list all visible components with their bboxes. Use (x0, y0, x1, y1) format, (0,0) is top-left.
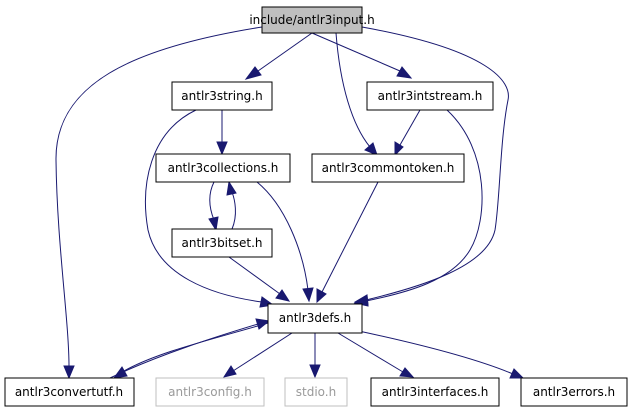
node-errors[interactable]: antlr3errors.h (520, 377, 628, 407)
edge-input-to-string (257, 32, 313, 72)
node-bitset-label: antlr3bitset.h (182, 236, 263, 250)
node-string-label: antlr3string.h (181, 89, 262, 103)
node-input[interactable]: include/antlr3input.h (249, 6, 375, 34)
edge-bitset-to-defs-arrowhead (275, 289, 291, 302)
edge-bitset-to-collections-arrowhead (226, 180, 237, 196)
node-defs[interactable]: antlr3defs.h (267, 303, 363, 334)
header-nodes: include/antlr3input.h antlr3string.h ant… (4, 6, 628, 407)
edge-intstream-to-defs (365, 109, 483, 302)
node-interfaces-box (370, 377, 500, 407)
node-input-box (261, 6, 363, 34)
edge-defs-to-convertutf (123, 322, 269, 372)
node-collections-box (155, 153, 291, 183)
edge-commontoken-to-defs-arrowhead (316, 288, 327, 304)
edge-intstream-to-commontoken (399, 109, 421, 146)
node-string-box (171, 81, 273, 111)
node-string[interactable]: antlr3string.h (171, 81, 273, 111)
edge-input-to-defs (361, 26, 509, 301)
node-collections-label: antlr3collections.h (168, 161, 279, 175)
edge-collections-to-bitset (209, 181, 215, 221)
edge-input-to-intstream (311, 32, 401, 72)
node-stdio[interactable]: stdio.h (284, 377, 348, 407)
edge-defs-to-stdio-arrowhead (309, 364, 321, 379)
edge-defs-to-config-arrowhead (222, 365, 237, 378)
node-convertutf[interactable]: antlr3convertutf.h (4, 377, 135, 407)
node-bitset-box (171, 228, 273, 258)
edge-bitset-to-collections (231, 191, 236, 230)
node-defs-box (267, 303, 363, 334)
node-errors-box (520, 377, 628, 407)
edge-defs-to-interfaces-arrowhead (399, 367, 415, 378)
edge-collections-to-defs (256, 181, 309, 291)
edge-defs-to-errors-arrowhead (509, 368, 525, 379)
node-commontoken-box (311, 153, 465, 183)
node-config-box (155, 377, 265, 407)
edge-defs-to-config (232, 332, 293, 372)
node-intstream-box (366, 81, 494, 111)
node-commontoken-label: antlr3commontoken.h (322, 161, 455, 175)
node-bitset[interactable]: antlr3bitset.h (171, 228, 273, 258)
edge-defs-to-interfaces (337, 332, 404, 373)
edge-intstream-to-commontoken-arrowhead (394, 141, 404, 157)
node-interfaces[interactable]: antlr3interfaces.h (370, 377, 500, 407)
edge-string-to-collections-arrowhead (216, 141, 228, 156)
edge-string-to-defs (145, 109, 263, 303)
node-commontoken[interactable]: antlr3commontoken.h (311, 153, 465, 183)
edge-defs-to-convertutf-arrowhead (112, 366, 128, 379)
node-convertutf-label: antlr3convertutf.h (15, 385, 123, 399)
edge-input-to-intstream-arrowhead (396, 66, 413, 79)
node-stdio-label: stdio.h (296, 385, 336, 399)
edge-bitset-to-defs (228, 256, 281, 295)
node-stdio-box (284, 377, 348, 407)
node-config-label: antlr3config.h (168, 385, 252, 399)
node-input-label: include/antlr3input.h (249, 13, 374, 27)
edge-input-to-convertutf (55, 26, 263, 368)
node-defs-label: antlr3defs.h (279, 311, 351, 325)
dependency-edges (55, 26, 525, 380)
edge-collections-to-defs-arrowhead (302, 287, 314, 303)
node-errors-label: antlr3errors.h (533, 385, 615, 399)
edge-convertutf-to-defs-arrowhead (255, 318, 271, 330)
edge-defs-to-errors (353, 329, 514, 375)
edge-input-to-string-arrowhead (244, 66, 262, 80)
node-collections[interactable]: antlr3collections.h (155, 153, 291, 183)
node-intstream-label: antlr3intstream.h (378, 89, 483, 103)
edge-input-to-convertutf-arrowhead (63, 365, 75, 380)
edge-convertutf-to-defs (109, 323, 259, 379)
edge-input-to-commontoken-arrowhead (364, 142, 378, 156)
node-interfaces-label: antlr3interfaces.h (382, 385, 489, 399)
node-convertutf-box (4, 377, 135, 407)
node-intstream[interactable]: antlr3intstream.h (366, 81, 494, 111)
edge-input-to-commontoken (335, 32, 371, 148)
edge-commontoken-to-defs (321, 181, 379, 293)
node-config[interactable]: antlr3config.h (155, 377, 265, 407)
edge-collections-to-bitset-arrowhead (208, 216, 219, 232)
